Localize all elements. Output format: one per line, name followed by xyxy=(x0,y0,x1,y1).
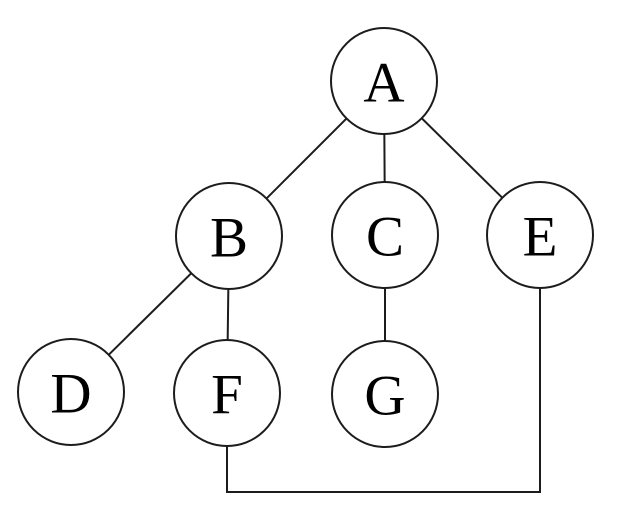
node-circle-C xyxy=(331,181,439,289)
node-label-C: C xyxy=(366,206,404,269)
node-circle-E xyxy=(486,181,594,289)
node-label-A: A xyxy=(363,52,404,115)
node-label-F: F xyxy=(211,364,243,427)
node-circle-B xyxy=(175,182,283,290)
node-circle-A xyxy=(330,27,438,135)
node-label-B: B xyxy=(210,207,248,270)
node-circle-G xyxy=(331,340,439,448)
node-circle-D xyxy=(17,338,125,446)
node-label-D: D xyxy=(50,363,91,426)
node-circle-F xyxy=(173,339,281,447)
node-label-G: G xyxy=(364,365,405,428)
node-label-E: E xyxy=(523,206,558,269)
